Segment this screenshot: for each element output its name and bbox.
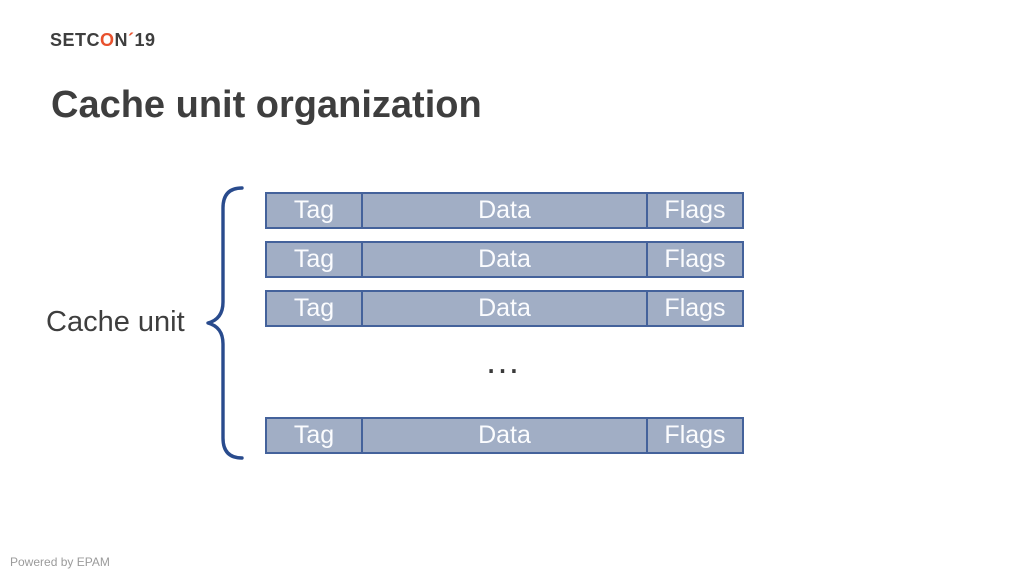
page-title: Cache unit organization bbox=[51, 84, 482, 126]
tag-cell: Tag bbox=[267, 292, 363, 325]
flags-cell: Flags bbox=[664, 196, 726, 224]
setcon-logo: SETCON´19 bbox=[50, 30, 156, 51]
data-cell: Data bbox=[363, 194, 648, 227]
logo-tick: ´ bbox=[128, 30, 135, 50]
cache-row: Tag Data Flags bbox=[265, 241, 744, 278]
tag-cell: Tag bbox=[267, 419, 363, 452]
data-cell: Data bbox=[363, 243, 648, 276]
flags-cell: Flags bbox=[664, 245, 726, 273]
logo-text-n: N bbox=[114, 30, 129, 50]
powered-by-footer: Powered by EPAM bbox=[10, 555, 110, 569]
brace-icon bbox=[206, 186, 244, 460]
tag-cell: Tag bbox=[267, 194, 363, 227]
logo-o-icon: O bbox=[100, 30, 115, 50]
cache-row: Tag Data Flags bbox=[265, 290, 744, 327]
logo-text-setc: SETC bbox=[50, 30, 101, 50]
tag-cell: Tag bbox=[267, 243, 363, 276]
data-cell: Data bbox=[363, 292, 648, 325]
flags-cell: Flags bbox=[664, 421, 726, 449]
flags-cell: Flags bbox=[664, 294, 726, 322]
logo-year: 19 bbox=[134, 30, 156, 50]
cache-row: Tag Data Flags bbox=[265, 417, 744, 454]
rows-ellipsis: … bbox=[484, 340, 525, 381]
data-cell: Data bbox=[363, 419, 648, 452]
cache-row: Tag Data Flags bbox=[265, 192, 744, 229]
cache-unit-label: Cache unit bbox=[46, 306, 185, 338]
